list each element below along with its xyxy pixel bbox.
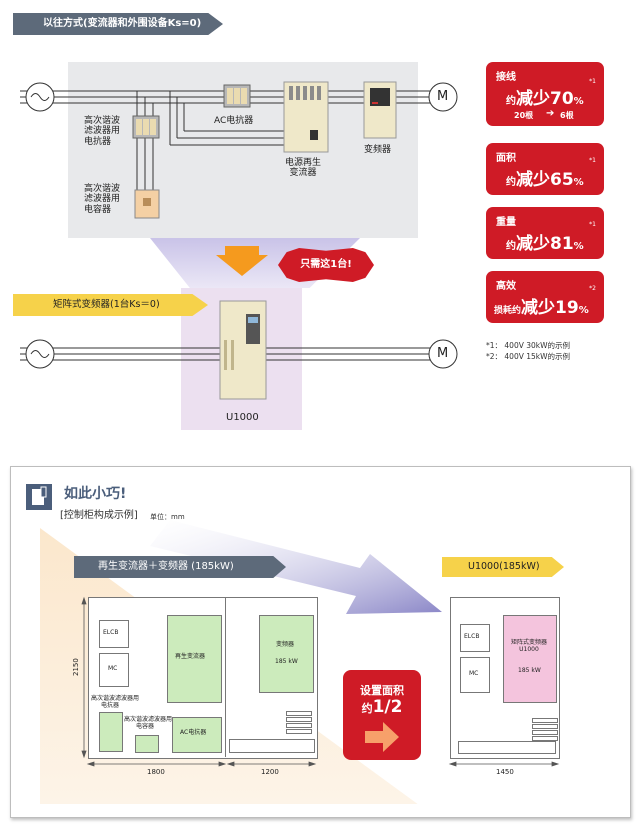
mc-box-right (460, 657, 490, 693)
u1000-label: U1000 (226, 412, 259, 423)
matrix-inverter-banner: 矩阵式变频器(1台Ks＝0) (13, 294, 208, 316)
inverter-box (259, 615, 314, 693)
height-dim: 2150 (72, 658, 80, 676)
harm-reactor-box (99, 712, 123, 752)
mc-box (99, 653, 129, 687)
motor-label-top: M (437, 89, 449, 104)
vent-slot (286, 729, 312, 734)
regen-converter-label: 电源再生 变流器 (285, 158, 322, 179)
vent-slot (532, 730, 558, 735)
bottom-panel (229, 739, 315, 753)
harm-cap-box (135, 735, 159, 753)
elcb-label-right: ELCB (464, 633, 480, 640)
regen-converter-label: 再生变流器 (175, 653, 206, 660)
cabinet-divider (225, 597, 226, 757)
benefit-weight: 重量 约减少81% *1 (486, 207, 604, 259)
u1000-banner: U1000(185kW) (442, 557, 564, 577)
document-icon (26, 484, 52, 510)
elcb-box (99, 620, 129, 648)
width-dim-3: 1450 (496, 768, 514, 776)
motor-label-bottom: M (437, 346, 449, 361)
harm-reactor-label: 高次谐波滤波器用电抗器 (91, 695, 140, 709)
note-2: *2： 400V 15kW的示例 (486, 352, 571, 361)
inverter-label: 变频器 (364, 145, 392, 155)
area-half-tag: 设置面积 约1/2 (343, 670, 421, 760)
regen-converter-box (167, 615, 222, 703)
width-dim-2: 1200 (261, 768, 279, 776)
big-arrow (150, 520, 442, 614)
note-1: *1： 400V 30kW的示例 (486, 341, 571, 350)
vent-slot (532, 736, 558, 741)
matrix-kw: 185 kW (518, 667, 541, 674)
bottom-panel-right (458, 741, 556, 754)
vent-slot (532, 718, 558, 723)
benefit-wiring: 接线 约减少70% *1 20根 ➔ 6根 (486, 62, 604, 126)
dimension-lines (81, 596, 317, 767)
elcb-box-right (460, 624, 490, 652)
ac-reactor-label: AC电抗器 (214, 116, 254, 126)
matrix-inverter-box (503, 615, 557, 703)
arrow-right-icon (365, 722, 399, 752)
mc-label: MC (108, 665, 118, 672)
wiring-diagram (20, 81, 458, 400)
vent-slot (286, 711, 312, 716)
dimension-line-right (448, 761, 560, 767)
inverter-label: 变频器 (276, 641, 295, 648)
vent-slot (286, 723, 312, 728)
width-dim-1: 1800 (147, 768, 165, 776)
section-title: 如此小巧! (64, 486, 127, 502)
elcb-label: ELCB (103, 629, 119, 636)
ac-reactor-label: AC电抗器 (180, 729, 207, 736)
only-one-burst: 只需这1台! (278, 248, 374, 282)
vent-slot (532, 724, 558, 729)
harmonic-reactor-label: 高次谐波 滤波器用 电抗器 (84, 116, 121, 147)
benefit-efficiency: 高效 损耗约减少19% *2 (486, 271, 604, 323)
mc-label-right: MC (469, 670, 479, 677)
section-subtitle: [控制柜构成示例] (60, 510, 138, 521)
harmonic-capacitor-label: 高次谐波 滤波器用 电容器 (84, 184, 121, 215)
benefit-area: 面积 约减少65% *1 (486, 143, 604, 195)
harm-cap-label: 高次谐波滤波器用电容器 (124, 716, 173, 730)
old-method-banner: 以往方式(变流器和外围设备Ks=0) (13, 13, 223, 35)
ac-reactor-box (172, 717, 222, 753)
arrow-right-icon: ➔ (546, 108, 555, 119)
unit-label: 单位：mm (150, 513, 185, 521)
vent-slot (286, 717, 312, 722)
conventional-banner: 再生变流器＋变频器 (185kW) (74, 556, 286, 578)
inverter-kw: 185 kW (275, 658, 298, 665)
